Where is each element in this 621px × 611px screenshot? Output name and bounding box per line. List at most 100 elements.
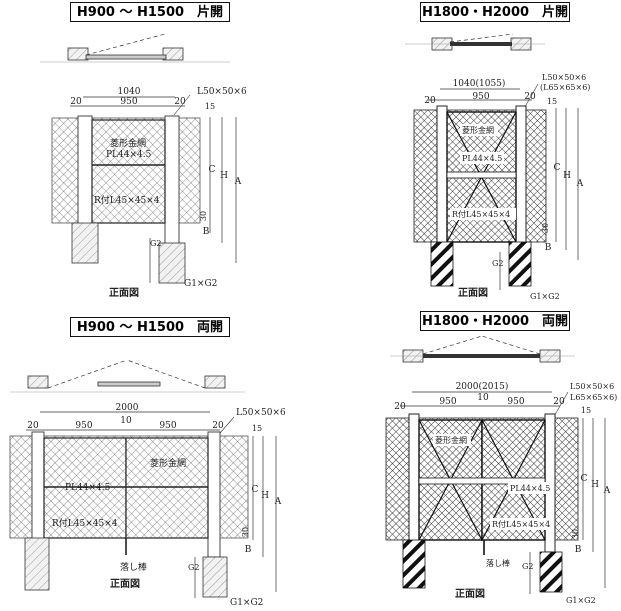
svg-text:20: 20 [27,421,39,431]
dimensions-side: 15 C H A 30 B G2 G1×G2 [522,406,611,605]
dim-post-right: 20 [174,97,186,107]
svg-text:A: A [234,177,242,187]
svg-text:G2: G2 [150,239,161,248]
svg-text:菱形金網: 菱形金網 [435,435,467,445]
foundation-left [430,241,454,287]
svg-text:950: 950 [507,397,524,407]
svg-text:950: 950 [439,397,456,407]
foundation-right [202,556,228,598]
svg-text:G2: G2 [522,562,533,571]
label-plate: PL44×4.5 [106,150,152,160]
svg-text:H: H [220,171,228,181]
svg-text:菱形金網: 菱形金網 [150,457,186,469]
frame-label: L50×50×6 [542,73,586,82]
label-mesh: 菱形金網 [110,137,146,149]
svg-text:G1×G2: G1×G2 [566,596,596,605]
svg-text:10: 10 [120,416,132,426]
dimensions-side: 15 C H A 30 B G2 G1×G2 [492,97,584,301]
svg-text:A: A [274,497,282,507]
dim-opening: 950 [120,97,137,107]
gate-post-left [436,105,448,255]
frame-label-alt: (L65×65×6) [540,83,590,92]
svg-text:G2: G2 [492,259,503,268]
dimensions-side: 15 C H A 30 B G2 G1×G2 [188,424,282,608]
svg-text:30: 30 [571,529,580,539]
dim-post-left: 20 [70,97,82,107]
gate-post-left [408,413,420,553]
foundation-left [71,222,99,264]
dim-total: 1040 [118,87,141,97]
svg-text:C: C [581,474,588,484]
svg-text:L65×65×6): L65×65×6) [570,393,617,402]
panel-title-double-high: H1800・H2000 両開 [420,311,570,331]
svg-text:950: 950 [75,421,92,431]
gate-post-right [207,431,221,558]
svg-text:H: H [591,480,599,490]
svg-text:落し棒: 落し棒 [486,558,510,568]
dimensions-top: 2000 20 950 10 950 20 L50×50×6 [26,403,286,441]
panel-title-single-low: H900 ～ H1500 片開 [70,2,230,22]
panel-title-double-low: H900 ～ H1500 両開 [70,317,230,337]
plan-view [405,33,545,51]
label-mesh: 菱形金網 [462,125,494,135]
gate-leaf-left [43,437,127,539]
svg-text:落し棒: 落し棒 [120,561,147,573]
svg-text:H: H [261,491,269,501]
svg-text:B: B [575,545,582,555]
svg-text:30: 30 [541,223,550,233]
svg-text:15: 15 [547,97,557,106]
label-plate: PL44×4.5 [462,154,502,163]
svg-text:G2: G2 [188,563,199,572]
svg-text:15: 15 [205,102,215,111]
svg-text:30: 30 [241,527,250,537]
dim-post-right: 20 [524,92,536,102]
svg-text:20: 20 [553,397,565,407]
foundation-right [508,241,532,287]
dimensions-side: 15 C H A 30 B G2 G1×G2 [149,102,242,289]
panel-double-low: 2000 20 950 10 950 20 L50×50×6 菱形金網 PL44… [9,359,286,608]
gate-leaf [91,119,166,224]
panel-title-single-high: H1800・H2000 片開 [420,2,570,22]
dimensions-top: 2000(2015) 20 950 10 950 20 L50×50×6 L65… [394,381,617,421]
panel-single-low: 1040 20 950 20 L50×50×6 菱形金網 PL44×4.5 R付… [40,33,247,299]
svg-text:A: A [576,179,584,189]
svg-text:10: 10 [477,393,489,403]
dimensions-top: 1040(1055) 20 950 20 L50×50×6 (L65×65×6) [424,73,590,113]
dim-total: 2000 [116,403,139,413]
caption-front-view: 正面図 [110,578,140,590]
svg-text:C: C [554,163,561,173]
svg-text:B: B [245,545,252,555]
svg-text:B: B [203,227,210,237]
svg-text:L50×50×6: L50×50×6 [236,408,286,418]
dim-opening: 950 [472,92,489,102]
svg-text:L50×50×6: L50×50×6 [570,382,614,391]
svg-text:C: C [209,165,216,175]
foundation-left [24,537,50,591]
svg-text:R付L45×45×4: R付L45×45×4 [52,518,118,529]
dimensions-top: 1040 20 950 20 L50×50×6 [70,87,247,116]
svg-text:950: 950 [159,421,176,431]
svg-text:15: 15 [252,424,262,433]
plan-view [40,33,230,63]
svg-text:30: 30 [199,211,208,221]
svg-text:20: 20 [212,421,224,431]
label-rib: R付L45×45×4 [94,195,160,206]
gate-leaf-right [125,437,209,539]
svg-text:G1×G2: G1×G2 [530,292,560,301]
svg-text:20: 20 [394,402,406,412]
plan-view [10,359,245,393]
svg-text:A: A [603,486,611,496]
label-rib: R付L45×45×4 [452,209,510,219]
caption-front-view: 正面図 [455,588,485,600]
caption-front-view: 正面図 [109,287,139,299]
dim-total: 1040(1055) [453,78,506,89]
svg-text:H: H [563,171,571,181]
foundation-right [539,551,563,593]
svg-text:B: B [545,243,552,253]
dim-post-left: 20 [424,96,436,106]
panel-double-high: 2000(2015) 20 950 10 950 20 L50×50×6 L65… [385,335,617,605]
panel-single-high: 1040(1055) 20 950 20 L50×50×6 (L65×65×6)… [405,33,590,301]
svg-text:15: 15 [581,406,591,415]
foundation-right [158,242,186,284]
